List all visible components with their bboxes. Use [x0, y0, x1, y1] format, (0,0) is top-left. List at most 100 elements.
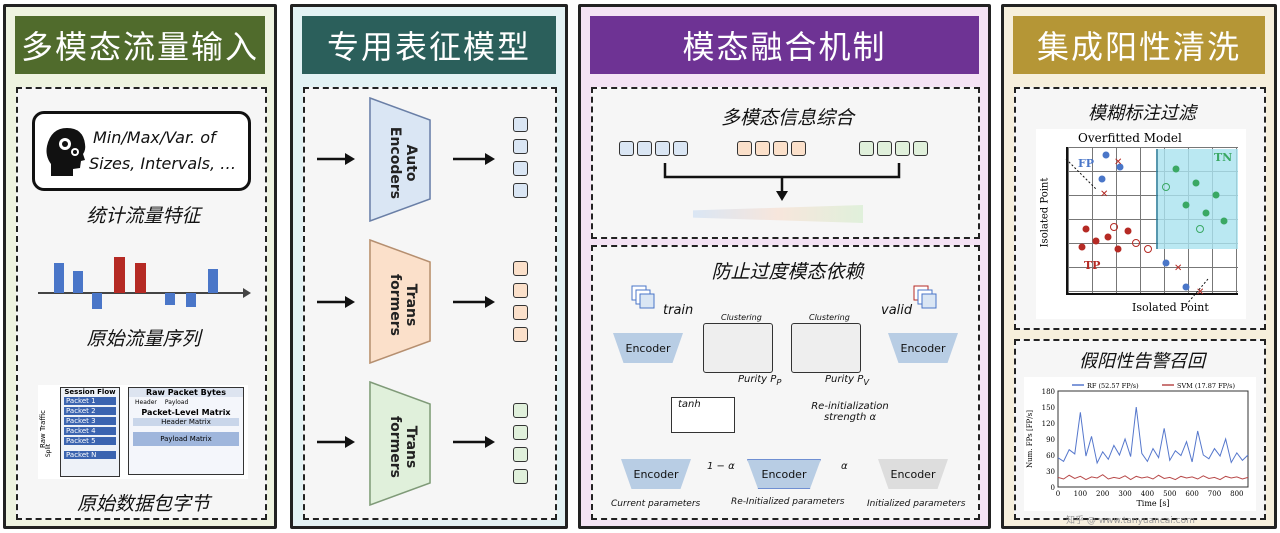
header-legend: Header	[135, 399, 157, 406]
tn-label: TN	[1214, 151, 1233, 164]
x-tick-label: 0	[1056, 490, 1060, 498]
trap-outline	[369, 239, 431, 364]
alpha-label: α	[841, 461, 848, 472]
x-tick-label: 600	[1185, 490, 1198, 498]
train-label: train	[663, 303, 694, 318]
purity-v-label: Purity PV	[825, 374, 870, 387]
plot-frame	[1057, 390, 1249, 488]
stat-line-1: Min/Max/Var. of	[93, 128, 216, 147]
packet-row: Packet 3	[64, 417, 116, 425]
clustering-left-label: Clustering	[721, 313, 762, 322]
blue-cell	[637, 141, 652, 156]
stat-line-2: Sizes, Intervals, …	[89, 154, 237, 173]
embedding-cell	[513, 327, 528, 342]
panel-title: 集成阳性清洗	[1013, 16, 1265, 74]
embedding-cell	[513, 283, 528, 298]
reinit-params: Re-Initialized parameters	[731, 497, 845, 507]
purity-p-label: Purity PP	[738, 374, 782, 387]
reinit-strength-label: Re-initialization strength α	[811, 401, 889, 423]
x-tick-label: 100	[1074, 490, 1087, 498]
y-tick-label: 60	[1046, 452, 1055, 460]
one-minus-alpha: 1 − α	[707, 461, 735, 472]
output-arrow	[453, 436, 495, 448]
payload-matrix: Payload Matrix	[133, 432, 239, 446]
y-tick-label: 180	[1042, 388, 1055, 396]
packet-row: Packet 2	[64, 407, 116, 415]
recall-title: 假阳性告警召回	[1079, 351, 1205, 372]
blue-cell	[673, 141, 688, 156]
tp-label: TP	[1084, 259, 1101, 272]
embedding-cell	[513, 425, 528, 440]
raw-bytes-box: Raw Packet Bytes Header Payload Packet-L…	[128, 387, 244, 475]
transformer-model	[369, 381, 431, 506]
panel-title: 专用表征模型	[302, 16, 556, 74]
x-axis-label: Time [s]	[1136, 499, 1169, 508]
output-arrow	[453, 296, 495, 308]
packet-sequence-chart	[38, 257, 251, 309]
autoencoder-label: Auto Encoders	[387, 126, 419, 200]
panel-title: 多模态流量输入	[15, 16, 265, 74]
panel-fusion: 模态融合机制 多模态信息综合 防止过度模态依赖 train valid Enco…	[578, 4, 991, 529]
valid-encoder: Encoder	[888, 333, 958, 363]
info-synthesis-box: 多模态信息综合	[591, 87, 980, 239]
svg-text:✕: ✕	[1100, 189, 1108, 200]
scatter-points: ✕✕✕✕	[1065, 151, 1228, 306]
y-tick-label: 0	[1051, 484, 1055, 492]
prevent-title: 防止过度模态依赖	[711, 261, 864, 283]
models-container: Auto Encoders Trans formers Trans former…	[303, 87, 557, 520]
fusion-bracket	[663, 163, 901, 201]
isolated-point-x: Isolated Point	[1132, 301, 1209, 314]
x-tick-label: 800	[1230, 490, 1243, 498]
packet-list: Packet 1 Packet 2 Packet 3 Packet 4 Pack…	[61, 396, 119, 460]
legend-label: RF (52.57 FP/s)	[1087, 382, 1139, 390]
orange-cell	[773, 141, 788, 156]
seq-caption: 原始流量序列	[86, 328, 201, 350]
panel-title: 模态融合机制	[590, 16, 979, 74]
fuzzy-title: 模糊标注过滤	[1088, 103, 1196, 124]
y-axis-label: Num. FPs [FP/s]	[1026, 410, 1034, 468]
clustering-left	[703, 323, 773, 373]
tanh-box: tanh	[671, 397, 735, 433]
reinit-encoder: Encoder	[747, 459, 821, 489]
y-tick-label: 90	[1046, 436, 1055, 444]
embedding-cell	[513, 447, 528, 462]
packet-row: Packet 4	[64, 427, 116, 435]
green-cell	[877, 141, 892, 156]
raw-bytes-title: Raw Packet Bytes	[129, 388, 243, 397]
packet-row: Packet 1	[64, 397, 116, 405]
trap-outline	[369, 97, 431, 222]
tanh-label: tanh	[678, 399, 701, 410]
session-flow-box: Session Flow Packet 1 Packet 2 Packet 3 …	[60, 387, 120, 477]
panel-multimodal-input: 多模态流量输入 Min/Max/Var. of Sizes, Intervals…	[3, 4, 277, 529]
embedding-cell	[513, 305, 528, 320]
watermark: 知乎 @ www.tanyuancai.com	[1066, 516, 1195, 526]
embedding-cell	[513, 183, 528, 198]
x-tick-label: 400	[1141, 490, 1154, 498]
green-cell	[895, 141, 910, 156]
input-container: Min/Max/Var. of Sizes, Intervals, … 统计流量…	[16, 87, 267, 520]
fused-vector	[693, 205, 863, 223]
stat-caption: 统计流量特征	[86, 205, 201, 227]
valid-stack-icon	[913, 285, 937, 309]
legend-label: SVM (17.87 FP/s)	[1177, 382, 1235, 390]
y-tick-label: 120	[1042, 420, 1055, 428]
prevent-dependence-box: 防止过度模态依赖 train valid Encoder Encoder Clu…	[591, 245, 980, 520]
series-line	[1057, 406, 1249, 465]
input-arrow	[317, 153, 355, 165]
x-tick-label: 300	[1118, 490, 1131, 498]
head-gear-icon	[46, 128, 86, 176]
train-encoder: Encoder	[613, 333, 683, 363]
raw-traffic-label: Raw Traffic	[38, 410, 47, 448]
header-matrix: Header Matrix	[133, 418, 239, 426]
panel-representation-model: 专用表征模型 Auto Encoders Trans formers Trans…	[290, 4, 568, 529]
orange-cell	[737, 141, 752, 156]
packet-row: Packet N	[64, 451, 116, 459]
orange-cell	[755, 141, 770, 156]
init-params: Initialized parameters	[867, 499, 966, 509]
blue-cell	[619, 141, 634, 156]
current-params: Current parameters	[611, 499, 701, 509]
svg-text:✕: ✕	[1196, 287, 1204, 298]
autoencoder-model	[369, 97, 431, 222]
